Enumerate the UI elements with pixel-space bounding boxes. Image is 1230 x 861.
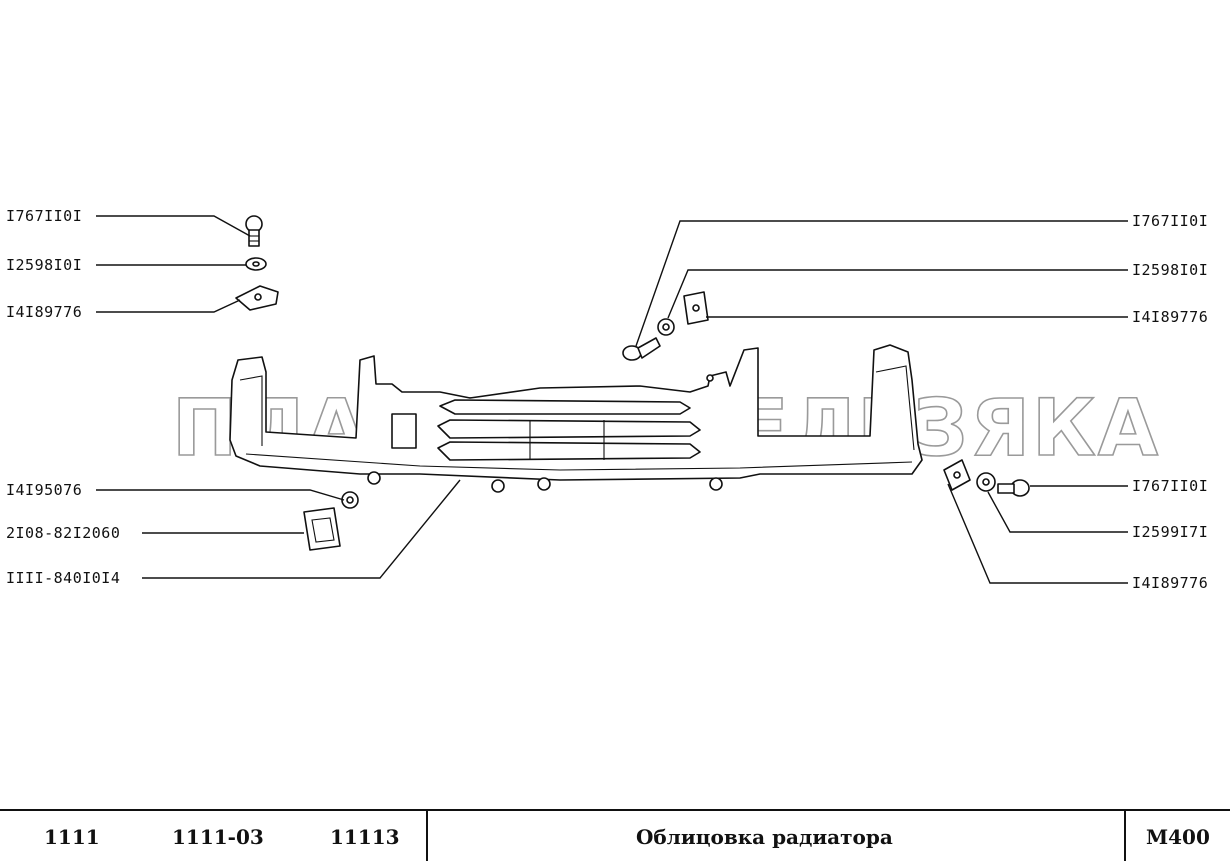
callout-label: 2I08-82I2060 (6, 524, 120, 542)
callout-label: I4I89776 (1132, 308, 1208, 326)
right-callouts: I767II0I I2598I0I I4I89776 I767II0I I259… (1132, 212, 1208, 592)
callout-label: I767II0I (6, 207, 82, 225)
divider (1124, 811, 1126, 861)
clip-nut-icon[interactable] (235, 285, 279, 311)
screw-icon[interactable] (245, 215, 263, 247)
parts-diagram: ПЛАНЕТА ЖЕЛЕЗЯКА (6, 207, 1208, 592)
model-code: 1111 (44, 825, 100, 849)
callout-label: I767II0I (1132, 212, 1208, 230)
sheet-code: M400 (1146, 825, 1210, 849)
title-block: 1111 1111-03 11113 Облицовка радиатора M… (0, 809, 1230, 861)
washer-icon[interactable] (341, 491, 359, 509)
callout-label: I2598I0I (1132, 261, 1208, 279)
callout-label: I2598I0I (6, 256, 82, 274)
left-callouts: I767II0I I2598I0I I4I89776 I4I95076 2I08… (6, 207, 120, 587)
model-code: 1111-03 (172, 825, 264, 849)
screw-icon[interactable] (997, 479, 1030, 497)
leader-lines (96, 215, 1128, 584)
radiator-grille[interactable] (229, 344, 923, 493)
grille-emblem-mount (391, 413, 417, 449)
washer-icon[interactable] (245, 257, 267, 271)
clip-nut-icon[interactable] (683, 291, 709, 325)
callout-label: I4I89776 (6, 303, 82, 321)
callout-label: I4I89776 (1132, 574, 1208, 592)
clip-nut-icon[interactable] (943, 459, 971, 491)
callout-label: I767II0I (1132, 477, 1208, 495)
callout-label: IIII-840I0I4 (6, 569, 120, 587)
callout-label: I2599I7I (1132, 523, 1208, 541)
washer-icon[interactable] (657, 318, 675, 336)
washer-icon[interactable] (976, 472, 996, 492)
sheet-title: Облицовка радиатора (636, 825, 893, 849)
divider (426, 811, 428, 861)
model-code: 11113 (330, 825, 400, 849)
clip-bracket-icon[interactable] (303, 507, 341, 551)
screw-icon[interactable] (622, 337, 661, 361)
callout-label: I4I95076 (6, 481, 82, 499)
